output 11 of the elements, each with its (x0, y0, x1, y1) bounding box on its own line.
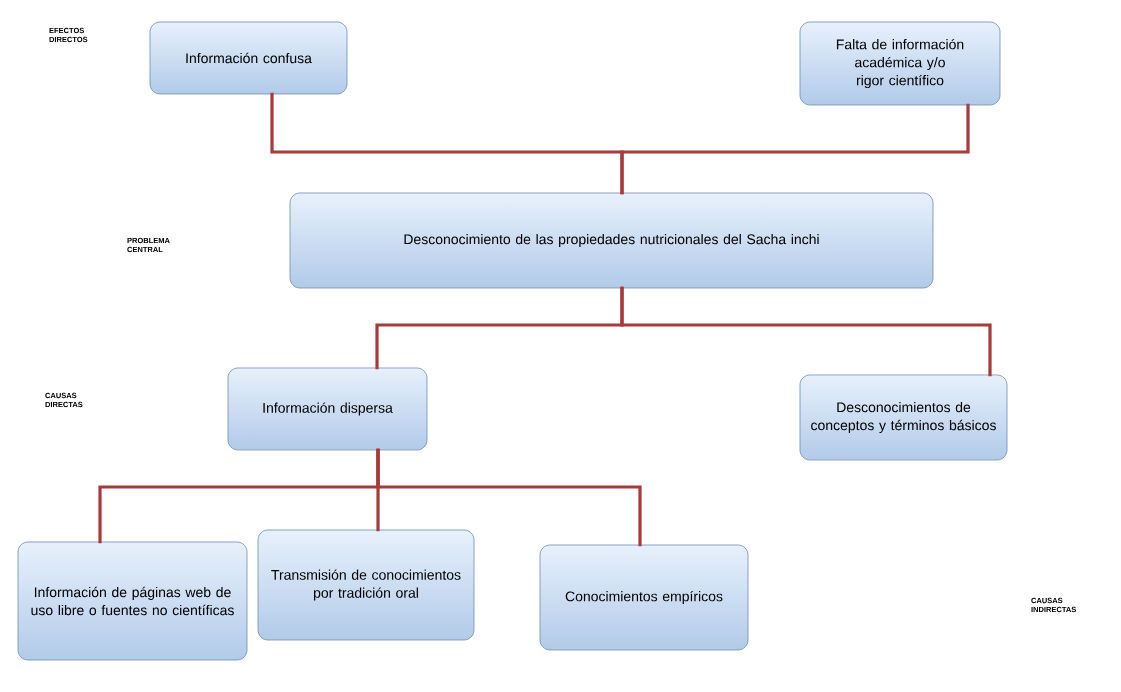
process-box: Información dispersa (227, 367, 428, 451)
process-box: Falta de información académica y/o rigor científico (799, 21, 1001, 106)
process-box: Conocimientos empíricos (539, 544, 749, 651)
process-box: Información de páginas web de uso libre o fuentes no científicas (17, 541, 248, 661)
process-box: Desconocimiento de las propiedades nutricionales del Sacha inchi (289, 192, 934, 289)
connector-line (620, 103, 970, 195)
process-box: Información confusa (149, 21, 348, 95)
connector-line (376, 448, 642, 547)
process-box: Transmisión de conocimientos por tradición oral (257, 529, 475, 641)
connector-line (620, 286, 992, 377)
process-box: Desconocimientos de conceptos y términos básicos (799, 374, 1008, 461)
